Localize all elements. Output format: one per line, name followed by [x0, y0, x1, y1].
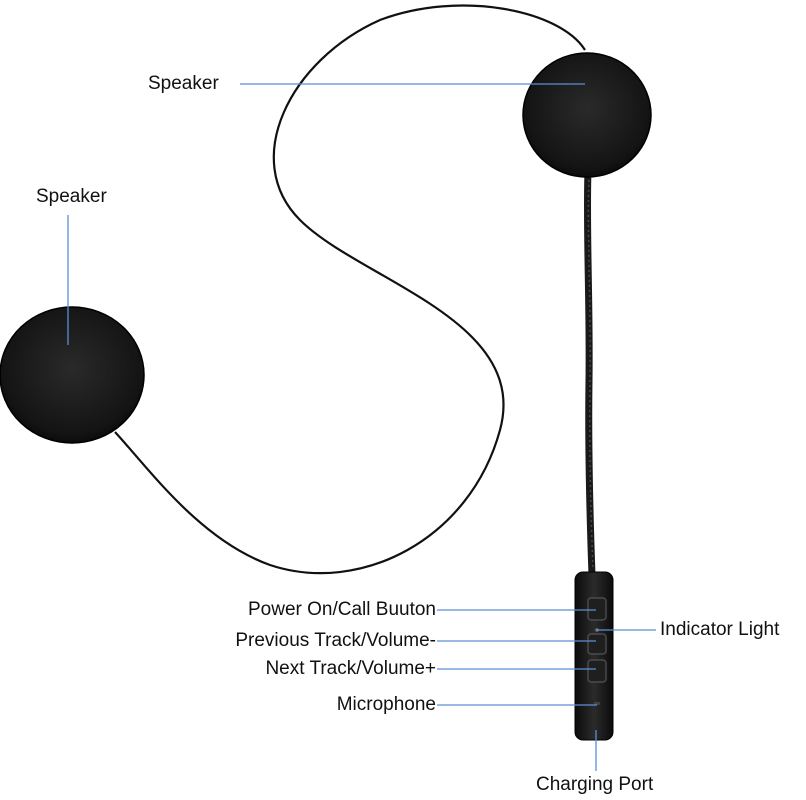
power-call-button — [587, 597, 607, 621]
speaker-cable — [114, 4, 586, 575]
microphone-boom — [583, 166, 596, 579]
leader-lines — [67, 83, 656, 771]
label-next-track: Next Track/Volume+ — [265, 658, 436, 679]
label-power-button: Power On/Call Buuton — [248, 599, 436, 620]
label-charging-port: Charging Port — [536, 774, 654, 795]
control-unit — [574, 571, 614, 741]
label-speaker-top: Speaker — [148, 73, 219, 94]
label-speaker-left: Speaker — [36, 186, 107, 207]
speaker-left — [0, 306, 145, 444]
microphone-boom-highlight — [587, 174, 594, 571]
previous-track-button — [587, 633, 607, 655]
label-indicator-light: Indicator Light — [660, 619, 780, 640]
speaker-top — [522, 52, 652, 178]
microphone-hole — [594, 702, 600, 705]
label-previous-track: Previous Track/Volume- — [235, 630, 436, 651]
label-microphone: Microphone — [336, 694, 436, 715]
next-track-button — [587, 659, 607, 683]
